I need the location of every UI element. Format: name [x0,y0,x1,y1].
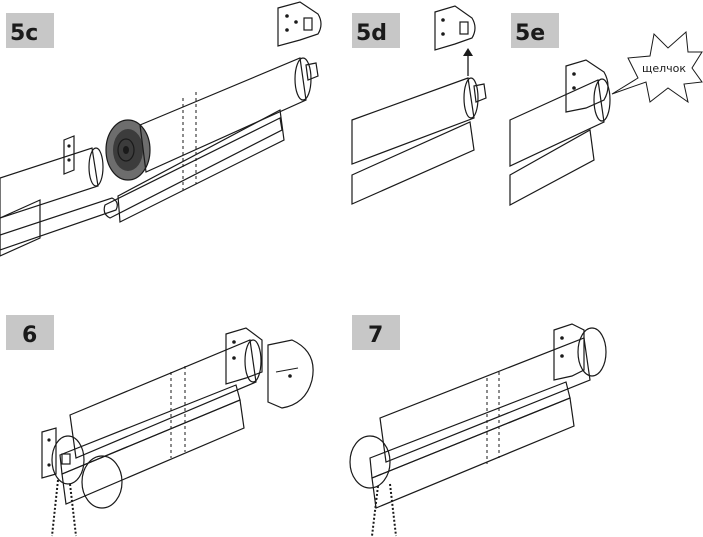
roller-tube-left [0,147,118,257]
end-cover [577,327,607,377]
step-badge [6,13,54,48]
side-cover [81,455,123,509]
step-label: 5c [10,21,38,46]
chain-mechanism [105,119,151,181]
roller-tube [59,339,262,505]
end-bracket [434,5,476,51]
step-5e: 5e щелчок [509,13,703,207]
roller-tube [351,77,487,205]
click-text: щелчок [642,62,686,75]
side-cover [349,435,391,489]
step-badge [352,315,400,350]
roller-tube-right [103,57,319,223]
end-cover [267,339,314,409]
chain-icon [51,479,77,537]
step-label: 6 [22,323,37,348]
step-label: 5d [356,21,387,46]
left-bracket [41,427,57,479]
step-5c: 5c [0,1,322,257]
step-badge [352,13,400,48]
end-bracket [277,1,322,47]
end-bracket [553,323,585,381]
roller-tube [369,337,591,509]
step-label: 7 [368,323,383,348]
step-6: 6 [6,315,314,537]
end-bracket [225,327,263,385]
end-bracket [565,59,609,113]
step-label: 5e [515,21,545,46]
step-5d: 5d [351,5,487,205]
step-badge [6,315,54,350]
roller-tube [509,78,611,207]
step-7: 7 [349,315,607,537]
step-badge [511,13,559,48]
chain-icon [371,483,397,537]
arrow-up-icon [463,48,473,76]
mounting-bracket [63,135,75,175]
chain-mechanism [51,435,85,485]
click-callout: щелчок [611,30,703,104]
